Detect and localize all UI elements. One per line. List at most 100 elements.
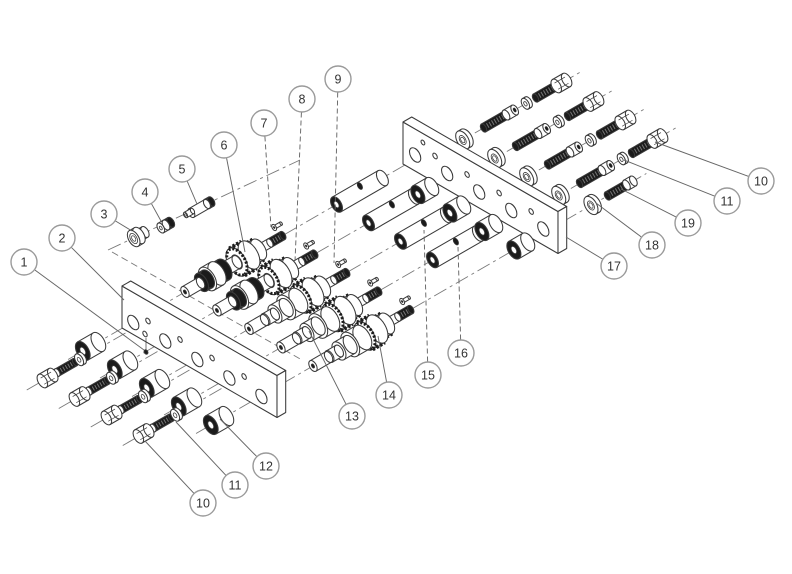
gear-shaft-assembly: [308, 295, 415, 372]
knurled-bushing: [442, 195, 472, 223]
balloon-circle: [168, 155, 196, 183]
woodruff-key-icon: [399, 295, 411, 306]
balloon-circle: [131, 178, 159, 206]
hex-bolt: [100, 394, 143, 426]
balloon-4: 4: [131, 178, 162, 222]
balloon-number: 12: [259, 459, 273, 473]
flat-washer: [552, 114, 565, 129]
balloon-circle: [250, 109, 278, 137]
leader-line: [115, 220, 133, 232]
leader-line: [308, 330, 347, 405]
balloon-12: 12: [219, 418, 280, 480]
flat-washer: [105, 370, 119, 385]
knurled-bushing: [474, 213, 504, 242]
large-hole: [159, 333, 172, 349]
knurled-bushing: [202, 405, 235, 436]
hex-bolt: [627, 128, 669, 159]
finishing-washer: [487, 146, 506, 169]
balloon-6: 6: [210, 131, 246, 253]
leader-line: [565, 236, 603, 260]
spacer-sleeve: [156, 216, 176, 234]
fastener-row: [519, 109, 637, 187]
balloon-circle: [48, 224, 76, 252]
socket-screw: [511, 122, 552, 152]
large-hole: [505, 202, 518, 219]
balloon-number: 11: [229, 478, 242, 492]
socket-screw: [479, 104, 520, 133]
finishing-washer: [583, 193, 602, 216]
leader-line: [423, 229, 429, 362]
leader-line: [34, 269, 145, 351]
plate-holes: [127, 314, 268, 405]
flat-washer: [584, 133, 597, 147]
dowel-pin-hole: [142, 330, 148, 338]
balloon-number: 4: [142, 185, 149, 199]
plate-holes: [408, 139, 550, 237]
cross-hole: [356, 182, 363, 190]
balloon-circle: [713, 187, 741, 215]
socket-screw: [543, 141, 584, 170]
dowel-pin: [143, 349, 149, 355]
balloon-circle: [221, 471, 249, 499]
large-hole: [473, 184, 486, 200]
balloon-circle: [414, 361, 442, 389]
fastener-row: [583, 175, 638, 216]
woodruff-key-icon: [367, 276, 379, 287]
balloon-number: 16: [454, 346, 468, 360]
leader-line: [264, 136, 272, 228]
balloon-10: 10: [144, 440, 217, 517]
large-hole: [127, 314, 140, 331]
balloon-circle: [90, 200, 118, 228]
balloon-circle: [338, 402, 366, 430]
gear-shaft-assembly: [244, 258, 351, 335]
balloon-number: 14: [382, 388, 396, 402]
woodruff-key-icon: [303, 239, 315, 250]
balloon-circle: [747, 167, 775, 195]
socket-screw: [603, 175, 638, 201]
leader-line: [219, 418, 257, 457]
small-sleeve: [182, 207, 196, 219]
balloon-number: 11: [721, 194, 734, 208]
flat-washer: [616, 151, 629, 166]
cross-hole: [452, 237, 459, 246]
flat-washer: [169, 407, 183, 422]
balloon-circle: [674, 209, 702, 237]
leader-line: [175, 421, 227, 476]
balloon-circle: [447, 339, 475, 367]
cross-hole: [420, 219, 427, 227]
small-hole: [464, 171, 470, 178]
flat-washer: [520, 96, 533, 110]
leader-line: [294, 112, 302, 262]
balloon-number: 13: [345, 409, 359, 423]
gear-shaft-assembly: [212, 239, 319, 317]
balloon-16: 16: [447, 246, 475, 367]
plain-shaft: [330, 169, 389, 213]
right-fastener-rows: [455, 72, 669, 216]
balloon-number: 7: [261, 116, 268, 130]
hex-bolt: [563, 91, 605, 122]
bolt-row: [132, 407, 183, 444]
flat-washer: [73, 351, 87, 367]
hex-bolt: [68, 376, 111, 407]
small-hole: [177, 336, 183, 343]
leader-line: [620, 188, 677, 218]
hex-bolt: [36, 357, 79, 389]
leader-line: [654, 141, 749, 177]
balloon-15: 15: [414, 229, 442, 389]
balloon-circle: [189, 489, 217, 517]
small-hole: [496, 189, 502, 197]
large-hole: [255, 388, 268, 405]
knurled-knob: [126, 226, 150, 248]
fastener-row: [487, 91, 605, 169]
balloon-number: 5: [179, 162, 186, 176]
balloon-number: 15: [421, 368, 435, 382]
bolt-row: [36, 351, 87, 389]
balloon-number: 3: [101, 207, 108, 221]
leader-line: [71, 247, 125, 301]
balloon-14: 14: [375, 335, 403, 409]
balloon-circle: [375, 381, 403, 409]
balloon-1: 1: [10, 248, 145, 351]
balloon-2: 2: [48, 224, 125, 301]
woodruff-key-icon: [271, 221, 283, 232]
